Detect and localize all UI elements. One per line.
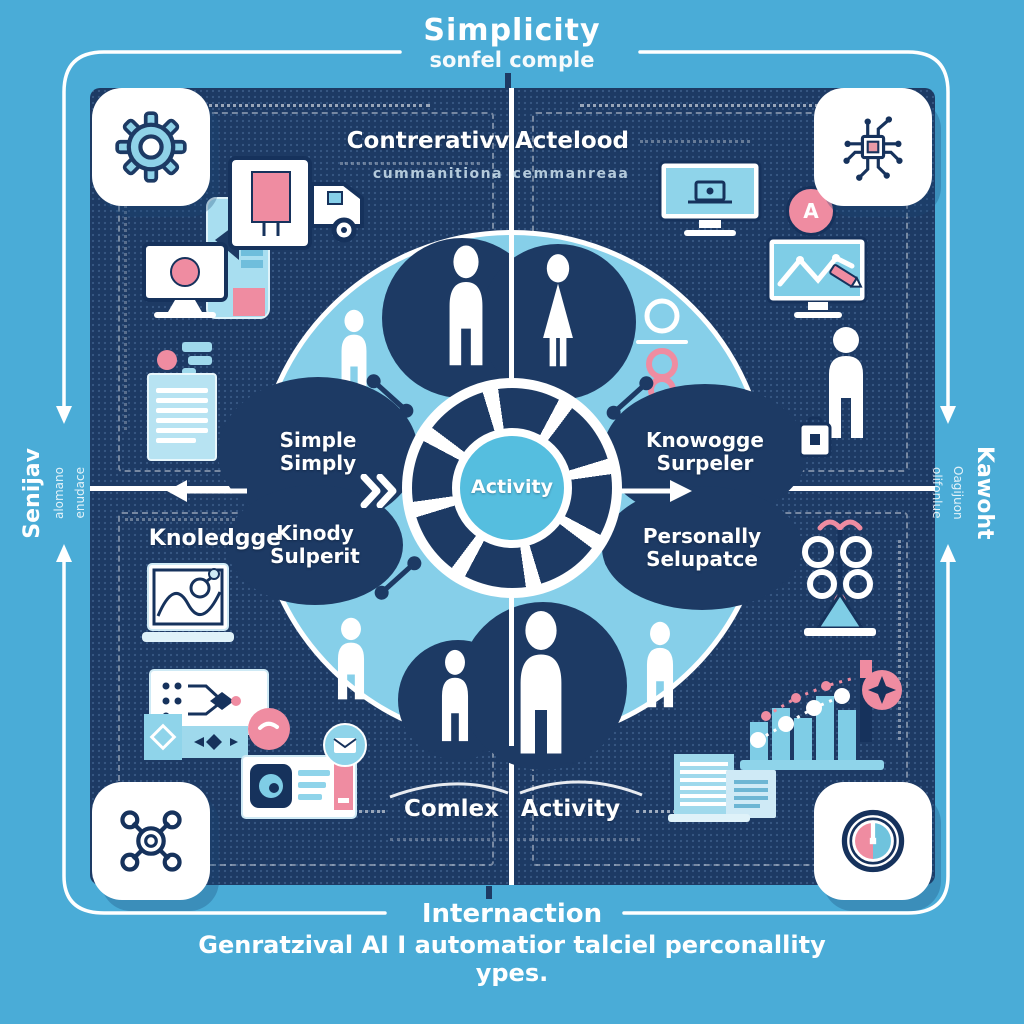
dotted-line-vertical (898, 540, 901, 740)
dotted-line (130, 104, 430, 107)
robot-scope-icon (802, 519, 876, 636)
envelope-badge-icon (323, 723, 367, 767)
left-axis-sub: alomano (52, 466, 66, 520)
bubble-line: Simple (279, 428, 357, 452)
bubble-line: Knowogge (646, 428, 764, 452)
chat-dots-icon (157, 342, 212, 375)
quadrant-heading-bottom-left: Knoledgge (148, 526, 282, 551)
dotted-line (640, 140, 750, 143)
bubble-line: Personally (642, 524, 762, 548)
bubble-line: Selupatce (646, 547, 758, 571)
quadrant-sub-top-right: cemmanreaa (512, 166, 630, 182)
arrow-left-icon (167, 480, 247, 502)
bubble-line: Kinody (276, 521, 354, 545)
dotted-line (636, 810, 700, 813)
dotted-line (580, 104, 880, 107)
arrowhead-down-right (940, 406, 956, 424)
arrowhead-down-left (56, 406, 72, 424)
pink-ball-icon (248, 708, 290, 750)
corner-tile-top-left (92, 88, 210, 206)
top-title: Simplicity (423, 13, 601, 48)
corner-tile-bottom-left (92, 782, 210, 900)
monitor-chart-icon (766, 236, 868, 318)
dotted-line (330, 810, 385, 813)
left-axis-sub: enudace (73, 467, 87, 519)
bottom-title: Internaction (421, 899, 603, 929)
arrow-right-icon (612, 480, 692, 502)
bottom-label-complex: Comlex (404, 796, 499, 822)
bone-connector (374, 556, 422, 600)
letter-a-badge: A (786, 186, 836, 236)
hub-core: Activity (452, 428, 572, 548)
person-icon (449, 245, 483, 366)
right-axis-label-group: olifonlue Oagijuon Kawoht (930, 418, 997, 568)
left-axis-label: Senijav (20, 447, 45, 539)
network-icon (120, 810, 182, 872)
monitor-lock-icon (658, 160, 762, 236)
bottom-subtitle: Genratzival AI I automatior talciel perc… (198, 931, 826, 987)
top-axis-tick (505, 73, 511, 88)
gauge-icon (841, 809, 905, 873)
person-icon (520, 611, 562, 754)
right-axis-sub: Oagijuon (951, 466, 965, 520)
quadrant-sub-top-left: cummanitiona (372, 166, 504, 182)
person-icon (337, 617, 365, 700)
dotted-line (125, 518, 235, 521)
card-truck-icon (228, 156, 364, 250)
corner-tile-top-right (814, 88, 932, 206)
swoosh-arcs (389, 780, 643, 799)
circuit-icon (843, 116, 903, 181)
gear-icon (115, 111, 187, 183)
growth-chart-icon (740, 660, 902, 770)
document-icon (147, 373, 217, 461)
flowchart-icon (144, 669, 269, 760)
browser-eye-icon (241, 755, 357, 819)
center-label: Activity (471, 476, 553, 499)
quadrant-heading-top-left: Contrerativv (346, 128, 510, 154)
arrowhead-up-right (940, 544, 956, 562)
bone-connector (606, 376, 654, 420)
woman-icon (543, 254, 573, 367)
dotted-line (340, 162, 480, 165)
right-axis-label: Kawoht (972, 446, 997, 540)
arrowhead-up-left (56, 544, 72, 562)
monitor-pink-icon (142, 242, 228, 318)
dotted-line-vertical (124, 150, 127, 430)
bubble-line: Surpeler (656, 451, 754, 475)
building-icon (668, 754, 776, 822)
double-chevron-icon (360, 474, 397, 508)
person-icon (441, 649, 469, 742)
person-icon (646, 621, 674, 708)
left-axis-label-group: Senijav alomano enudace (20, 418, 87, 568)
corner-tile-bottom-right (814, 782, 932, 900)
center-hub: Activity (402, 378, 622, 598)
person-briefcase-icon (800, 327, 863, 458)
right-axis-sub: olifonlue (930, 467, 944, 519)
bubble-line: Simply (279, 451, 357, 475)
bottom-axis-tick (486, 886, 492, 899)
badge-letter: A (803, 199, 819, 223)
laptop-chart-icon (142, 563, 234, 642)
dotted-line (390, 838, 640, 841)
bubble-line: Sulperit (270, 544, 360, 568)
bottom-label-activity: Activity (520, 796, 621, 822)
quadrant-heading-top-right: Actelood (515, 128, 629, 154)
top-subtitle: sonfel comple (429, 48, 595, 72)
